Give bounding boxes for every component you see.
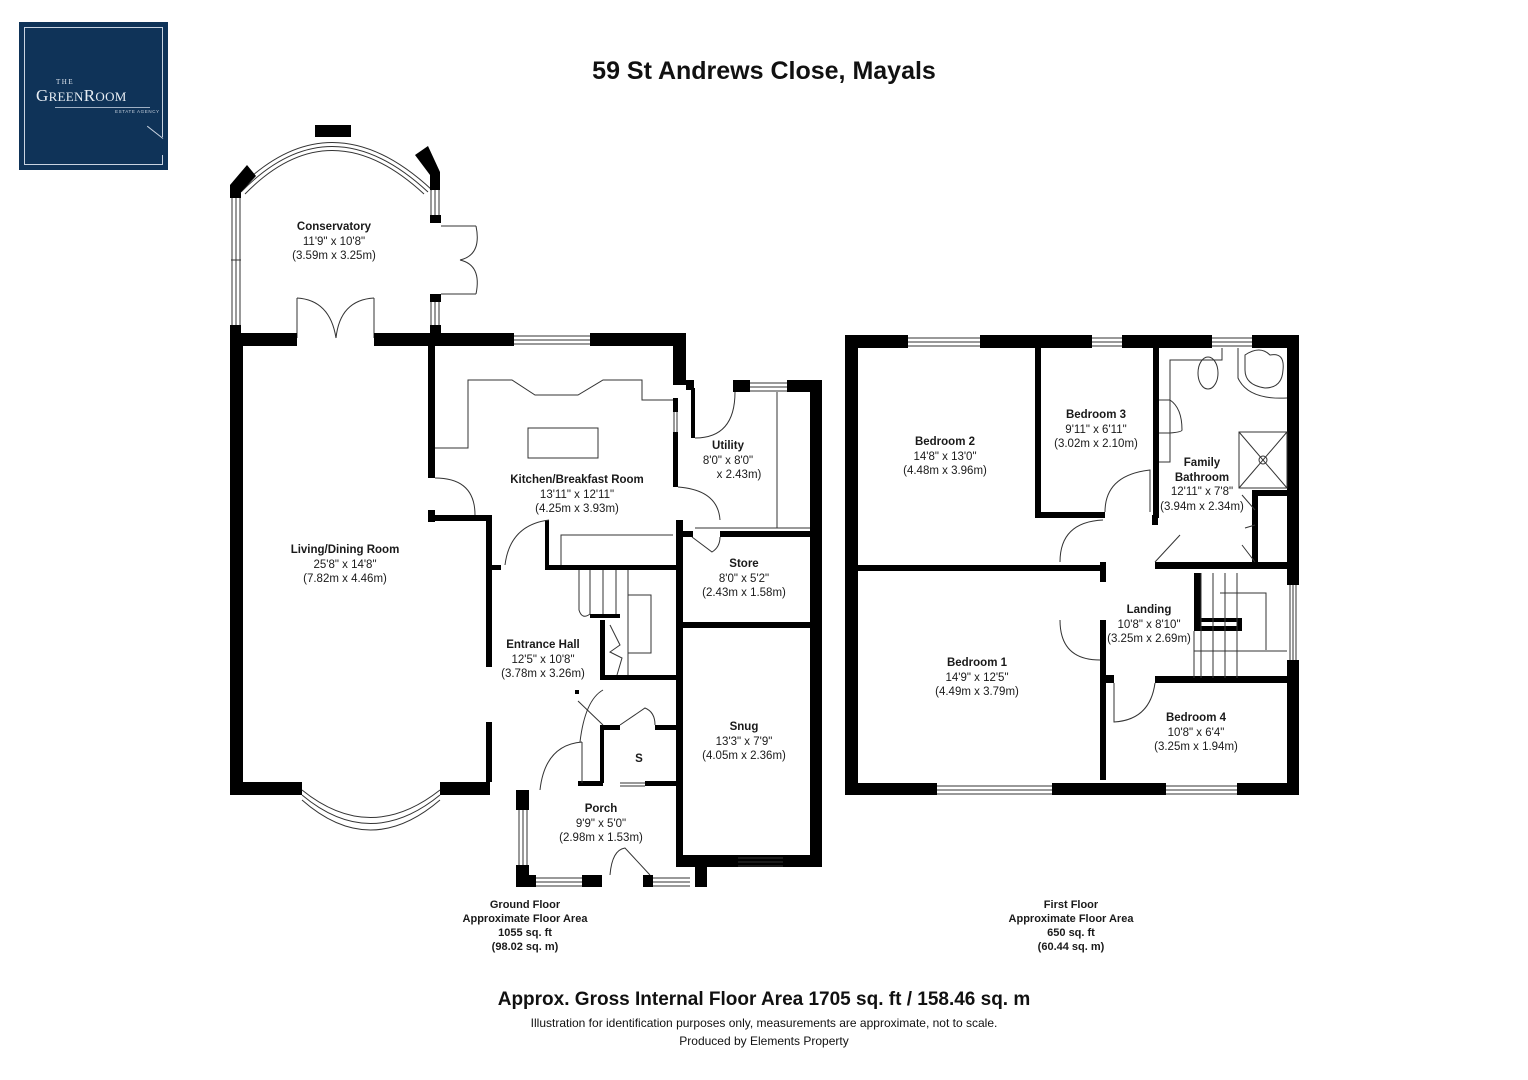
floor-area-label: Approximate Floor Area: [462, 913, 588, 925]
logo-letters: OOM: [95, 89, 127, 104]
room-entrance-hall: Entrance Hall 12'5" x 10'8" (3.78m x 3.2…: [501, 638, 585, 682]
room-dimensions-metric: (3.78m x 3.26m): [501, 668, 585, 680]
room-snug: Snug 13'3" x 7'9" (4.05m x 2.36m): [702, 720, 786, 764]
agency-logo: THE GREENROOM ESTATE AGENCY: [19, 22, 168, 170]
room-dimensions-metric: (7.82m x 4.46m): [303, 573, 387, 585]
room-dimensions-imperial: 14'9" x 12'5": [945, 671, 1009, 684]
ground-floor-caption: Ground Floor Approximate Floor Area 1055…: [463, 898, 588, 954]
floor-area-label: Approximate Floor Area: [1008, 913, 1134, 925]
room-dimensions-imperial: 14'8" x 13'0": [913, 450, 977, 463]
room-dimensions-metric: (4.05m x 2.36m): [702, 750, 786, 762]
room-name: Utility: [712, 440, 744, 452]
room-dimensions-imperial: 8'0" x 8'0": [702, 454, 754, 467]
room-dimensions-imperial: 12'11" x 7'8": [1170, 486, 1234, 498]
room-name: Bedroom 1: [946, 657, 1008, 669]
logo-letter: G: [36, 86, 49, 105]
room-dimensions-metric: (2.43m x 1.58m): [702, 587, 786, 599]
room-bedroom-2: Bedroom 2 14'8" x 13'0" (4.48m x 3.96m): [903, 435, 987, 479]
room-dimensions-imperial: 13'3" x 7'9": [715, 735, 773, 748]
logo-frame-edge: [162, 155, 163, 165]
room-living-dining: Living/Dining Room 25'8" x 14'8" (7.82m …: [291, 543, 400, 587]
first-floor-caption: First Floor Approximate Floor Area 650 s…: [1009, 898, 1134, 954]
room-dimensions-metric: (4.49m x 3.79m): [935, 686, 1019, 698]
room-name: S: [635, 753, 643, 765]
room-name: Family: [1183, 457, 1221, 469]
room-name: Kitchen/Breakfast Room: [510, 474, 644, 486]
room-name: Landing: [1126, 604, 1172, 616]
logo-rule: [55, 107, 150, 108]
room-dimensions-metric: (4.48m x 3.96m): [903, 465, 987, 477]
room-store: Store 8'0" x 5'2" (2.43m x 1.58m): [702, 557, 786, 601]
room-dimensions-imperial: 9'9" x 5'0": [575, 817, 627, 830]
room-dimensions-metric: (2.98m x 1.53m): [559, 832, 643, 844]
room-dimensions-imperial: 12'5" x 10'8": [511, 653, 575, 666]
logo-letters: REEN: [48, 89, 84, 104]
room-dimensions-metric: x 2.43m): [716, 469, 762, 481]
floor-area-sqm: (98.02 sq. m): [491, 941, 559, 953]
room-dimensions-metric: (4.25m x 3.93m): [535, 503, 619, 515]
room-kitchen-breakfast: Kitchen/Breakfast Room 13'11" x 12'11" (…: [510, 473, 644, 517]
room-dimensions-imperial: 9'11" x 6'11": [1065, 423, 1127, 436]
room-name: Conservatory: [296, 221, 372, 233]
room-dimensions-imperial: 10'8" x 6'4": [1167, 726, 1225, 739]
room-dimensions-metric: (3.59m x 3.25m): [292, 250, 376, 262]
room-name: Bedroom 2: [914, 436, 976, 448]
ground-floor-plan: [230, 125, 822, 887]
room-name-line2: Bathroom: [1174, 471, 1230, 484]
floor-name: First Floor: [1043, 899, 1099, 911]
room-dimensions-imperial: 13'11" x 12'11": [539, 488, 615, 501]
room-dimensions-imperial: 8'0" x 5'2": [718, 572, 770, 585]
logo-the: THE: [56, 78, 75, 86]
room-dimensions-imperial: 10'8" x 8'10": [1117, 618, 1181, 631]
floor-area-sqft: 1055 sq. ft: [498, 927, 552, 939]
room-dimensions-metric: (3.02m x 2.10m): [1054, 438, 1138, 450]
first-floor-plan: [845, 335, 1299, 795]
room-conservatory: Conservatory 11'9" x 10'8" (3.59m x 3.25…: [292, 220, 376, 264]
room-name: Porch: [584, 803, 618, 815]
room-porch: Porch 9'9" x 5'0" (2.98m x 1.53m): [559, 802, 643, 846]
room-name: Bedroom 3: [1065, 409, 1127, 421]
room-name: Living/Dining Room: [290, 544, 400, 556]
room-dimensions-metric: (3.94m x 2.34m): [1160, 500, 1244, 513]
floor-name: Ground Floor: [489, 899, 561, 911]
room-bedroom-1: Bedroom 1 14'9" x 12'5" (4.49m x 3.79m): [935, 656, 1019, 700]
logo-frame: [24, 27, 163, 165]
page-title: 59 St Andrews Close, Mayals: [592, 57, 936, 85]
room-name: Bedroom 4: [1165, 712, 1227, 724]
room-bedroom-4: Bedroom 4 10'8" x 6'4" (3.25m x 1.94m): [1154, 711, 1238, 755]
room-name: Entrance Hall: [506, 639, 580, 651]
room-cupboard-s: S: [635, 752, 643, 767]
room-dimensions-metric: (3.25m x 1.94m): [1154, 741, 1238, 753]
room-name: Store: [729, 558, 759, 570]
logo-frame-edge: [162, 27, 163, 137]
room-dimensions-metric: (3.25m x 2.69m): [1107, 633, 1191, 645]
room-bedroom-3: Bedroom 3 9'11" x 6'11" (3.02m x 2.10m): [1054, 408, 1138, 452]
room-family-bathroom: Family Bathroom 12'11" x 7'8" (3.94m x 2…: [1160, 456, 1244, 514]
gross-floor-area: Approx. Gross Internal Floor Area 1705 s…: [497, 989, 1031, 1010]
floor-area-sqm: (60.44 sq. m): [1037, 941, 1105, 953]
room-landing: Landing 10'8" x 8'10" (3.25m x 2.69m): [1107, 603, 1191, 647]
disclaimer-text: Illustration for identification purposes…: [530, 1016, 998, 1030]
logo-name: GREENROOM: [36, 86, 127, 106]
floor-area-sqft: 650 sq. ft: [1047, 927, 1095, 939]
logo-letter: R: [83, 86, 96, 105]
logo-subtitle: ESTATE AGENCY: [115, 109, 160, 114]
producer-credit: Produced by Elements Property: [679, 1034, 849, 1048]
room-name: Snug: [729, 721, 759, 733]
room-dimensions-imperial: 25'8" x 14'8": [313, 558, 377, 571]
room-utility: Utility 8'0" x 8'0" x 2.43m): [695, 439, 762, 483]
room-dimensions-imperial: 11'9" x 10'8": [302, 235, 366, 248]
